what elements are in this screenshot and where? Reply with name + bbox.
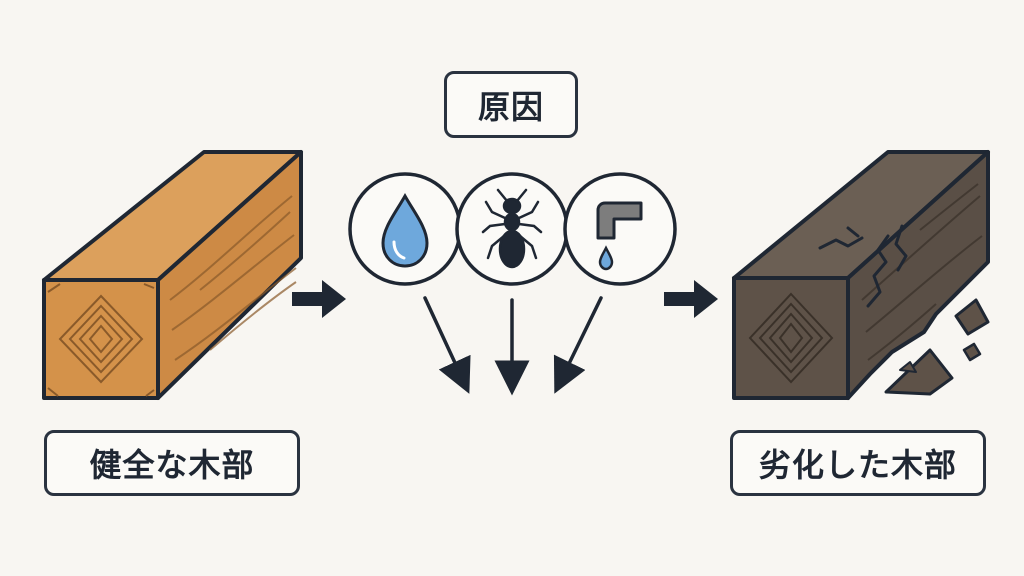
termite-icon — [455, 172, 569, 286]
degraded-wood-label: 劣化した木部 — [730, 430, 986, 496]
leaking-pipe-icon — [563, 172, 677, 286]
arrow-right-icon — [292, 280, 346, 318]
healthy-wood-label: 健全な木部 — [44, 430, 300, 496]
cause-label: 原因 — [444, 71, 578, 138]
water-drop-icon — [348, 172, 462, 286]
arrow-right-icon — [664, 280, 718, 318]
degraded-wood-beam — [732, 150, 990, 400]
cause-arrows — [423, 296, 603, 396]
healthy-wood-beam — [42, 150, 303, 400]
